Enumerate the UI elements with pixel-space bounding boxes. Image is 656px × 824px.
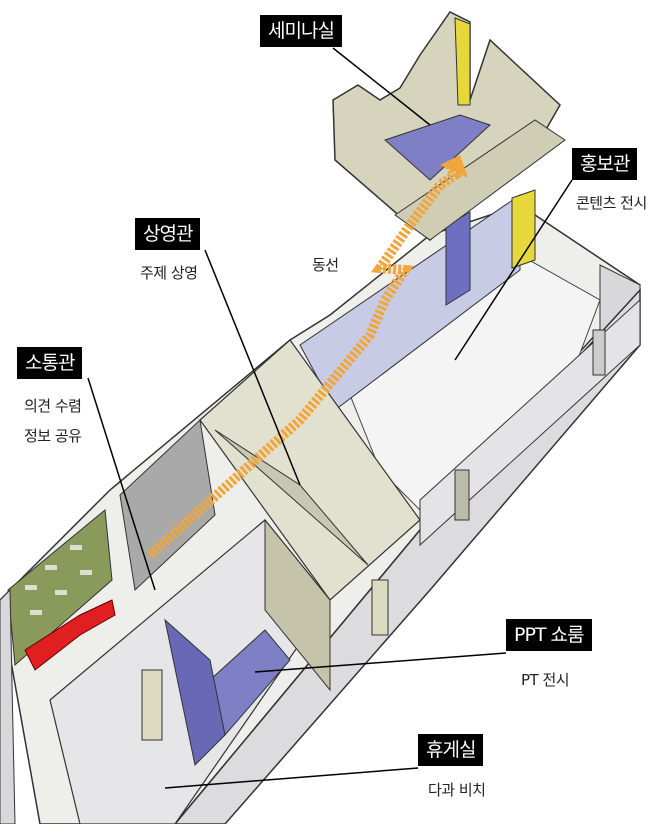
label-screening-hall: 상영관 <box>135 218 201 250</box>
label-lounge-desc: 다과 비치 <box>428 781 486 799</box>
window <box>592 329 606 376</box>
left-end-wall <box>0 588 16 824</box>
partition-wall <box>119 418 216 592</box>
visitor-path <box>146 162 462 559</box>
door <box>141 669 163 741</box>
label-ppt-showroom-desc: PT 전시 <box>521 671 570 689</box>
leader-lines <box>87 47 573 789</box>
front-wall-upper <box>419 298 641 547</box>
label-promo-hall: 홍보관 <box>572 148 638 180</box>
window <box>371 579 389 636</box>
label-screening-hall-desc: 주제 상영 <box>140 264 198 282</box>
label-communication-desc-2: 정보 공유 <box>24 427 82 445</box>
label-communication-desc-1: 의견 수렴 <box>24 397 82 415</box>
screening-wall <box>199 339 421 601</box>
label-visitor-path: 동선 <box>312 256 339 274</box>
poster <box>511 189 536 269</box>
label-promo-hall-desc: 콘텐츠 전시 <box>576 194 647 212</box>
seminar-floor <box>384 114 491 181</box>
beige-panel <box>264 518 331 692</box>
display-notes <box>25 545 92 615</box>
label-ppt-showroom: PPT 쇼룸 <box>506 619 592 651</box>
window <box>454 469 470 521</box>
seminar-poster <box>454 17 471 106</box>
ppt-purple-panel <box>164 618 226 767</box>
seminar-front-wall <box>394 119 566 241</box>
label-communication-hall: 소통관 <box>17 347 83 379</box>
label-lounge: 휴게실 <box>418 734 484 766</box>
path-arrow-head <box>440 155 468 178</box>
communication-display-wall <box>7 509 113 667</box>
red-sofa <box>24 599 116 671</box>
label-seminar-room: 세미나실 <box>260 15 342 47</box>
